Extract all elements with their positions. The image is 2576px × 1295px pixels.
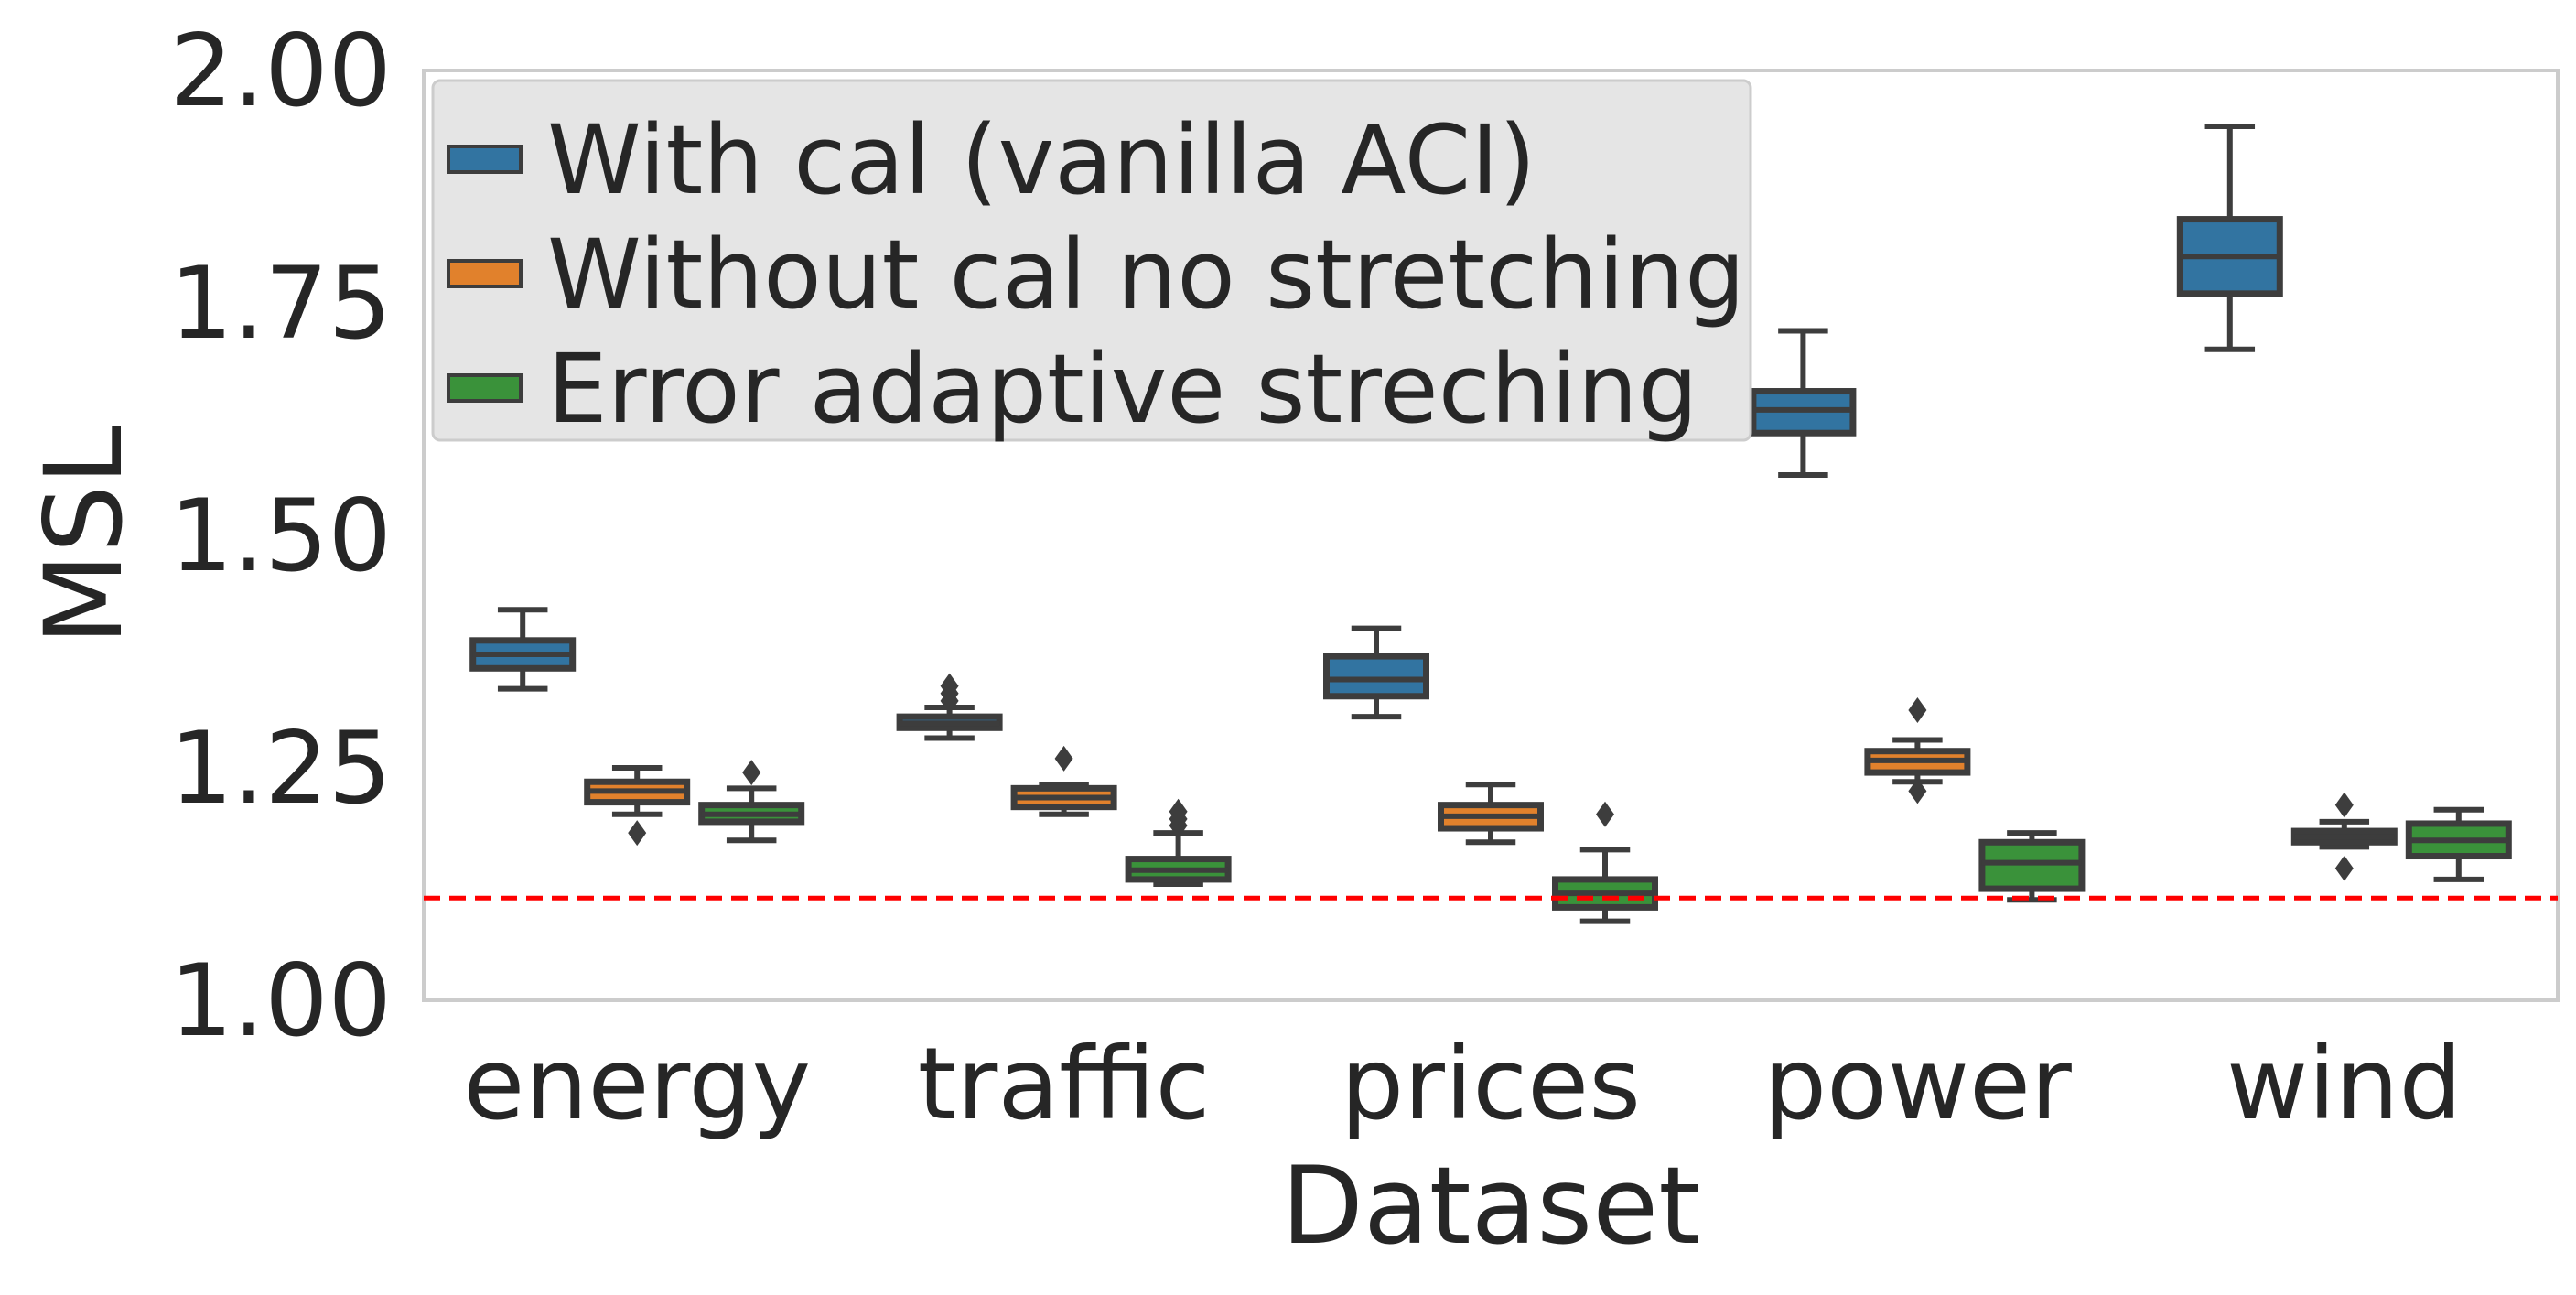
x-tick-label: power [1763, 1026, 2072, 1142]
box-power-1 [1750, 328, 1857, 478]
x-axis: energy traffic prices power wind [463, 1026, 2462, 1142]
box-body [1978, 838, 2086, 892]
box-power-2 [1864, 697, 1971, 804]
outlier-marker [742, 760, 761, 786]
box-prices-1 [1323, 625, 1429, 720]
y-tick-label: 1.00 [169, 943, 392, 1059]
box-body [1323, 653, 1429, 700]
legend: With cal (vanilla ACI)Without cal no str… [431, 79, 1752, 445]
outlier-marker [1169, 798, 1188, 825]
box-power-3 [1978, 830, 2086, 903]
legend-swatch [447, 145, 523, 174]
box-prices-3 [1552, 801, 1658, 924]
outlier-marker [2334, 792, 2354, 818]
outlier-marker [1596, 801, 1614, 827]
legend-box [431, 79, 1752, 442]
outlier-marker [1908, 697, 1927, 724]
y-axis: 1.00 1.25 1.50 1.75 2.00 [169, 13, 392, 1059]
plot-area [422, 69, 2560, 1002]
box-energy-3 [698, 760, 805, 844]
outlier-marker [2334, 855, 2354, 881]
legend-label: Error adaptive streching [547, 333, 1698, 445]
y-tick-label: 1.75 [169, 245, 392, 362]
legend-swatch [447, 259, 523, 288]
x-axis-title: Dataset [1281, 1143, 1700, 1268]
legend-swatch [447, 373, 523, 403]
outlier-marker [1054, 745, 1073, 772]
box-traffic-3 [1125, 798, 1232, 887]
box-wind-3 [2405, 806, 2512, 882]
x-tick-label: wind [2226, 1026, 2463, 1142]
x-tick-label: energy [463, 1026, 811, 1142]
x-tick-label: traffic [918, 1026, 1211, 1142]
outlier-marker [940, 673, 959, 699]
legend-label: Without cal no stretching [547, 219, 1745, 330]
legend-label: With cal (vanilla ACI) [547, 104, 1536, 216]
y-tick-label: 2.00 [169, 13, 392, 129]
outlier-marker [1908, 778, 1927, 804]
box-prices-2 [1438, 782, 1544, 846]
y-tick-label: 1.25 [169, 710, 392, 826]
box-wind-2 [2290, 792, 2398, 881]
box-wind-1 [2176, 123, 2283, 352]
box-traffic-2 [1010, 745, 1117, 817]
box-energy-2 [584, 765, 691, 847]
outlier-marker [628, 820, 647, 847]
plot-frame [422, 69, 2560, 1002]
y-axis-title: MSL [21, 426, 146, 645]
y-tick-label: 1.50 [169, 478, 392, 594]
box-traffic-1 [896, 673, 1003, 741]
box-energy-1 [469, 607, 577, 692]
x-tick-label: prices [1341, 1026, 1641, 1142]
